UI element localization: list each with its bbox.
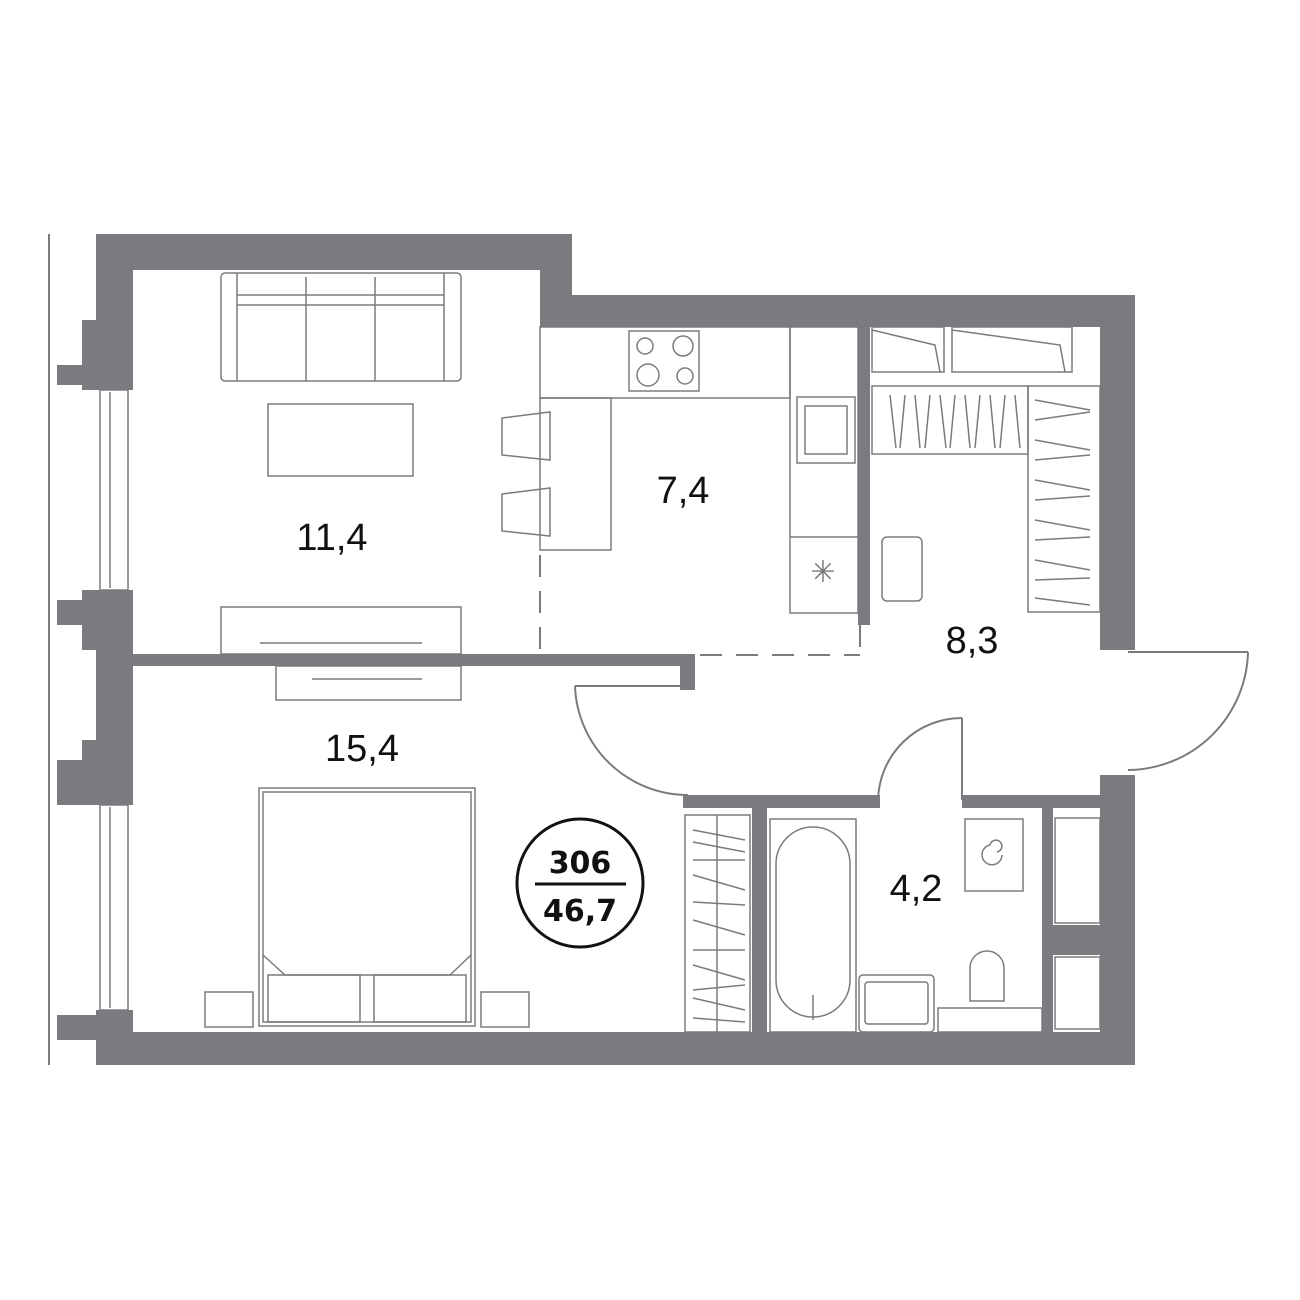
sink <box>796 396 856 464</box>
room-area-hallway: 8,3 <box>946 620 999 662</box>
washbasin <box>858 974 935 1033</box>
toilet <box>937 950 1043 1033</box>
bathroom-shelves <box>1054 817 1101 1030</box>
room-area-living: 11,4 <box>296 517 367 559</box>
kitchen-counter <box>539 326 859 614</box>
sofa <box>220 272 462 382</box>
bathtub <box>769 818 857 1033</box>
nightstand <box>480 991 530 1028</box>
door-bedroom[interactable] <box>574 685 689 796</box>
closet <box>871 326 1101 613</box>
water-heater <box>964 818 1024 892</box>
window-bedroom <box>99 804 129 1011</box>
closet-hatching <box>889 394 1091 606</box>
fridge-icon: ✳ <box>810 556 835 589</box>
apartment-number: 306 <box>549 846 612 881</box>
room-area-bedroom: 15,4 <box>325 728 399 770</box>
total-area: 46,7 <box>543 894 617 929</box>
door-bathroom[interactable] <box>877 717 963 801</box>
door-entrance[interactable] <box>1127 651 1249 771</box>
walls <box>57 234 1135 1065</box>
apartment-badge: 306 46,7 <box>515 817 645 949</box>
bed <box>258 787 476 1027</box>
coffee-table <box>267 403 414 477</box>
room-area-bathroom: 4,2 <box>890 868 943 910</box>
tv-stand <box>220 606 462 701</box>
nightstand <box>204 991 254 1028</box>
wardrobe-bedroom <box>684 814 751 1033</box>
bar-counter <box>501 397 612 551</box>
cooktop <box>628 330 700 392</box>
room-area-kitchen: 7,4 <box>657 470 710 512</box>
window-living <box>99 389 129 591</box>
